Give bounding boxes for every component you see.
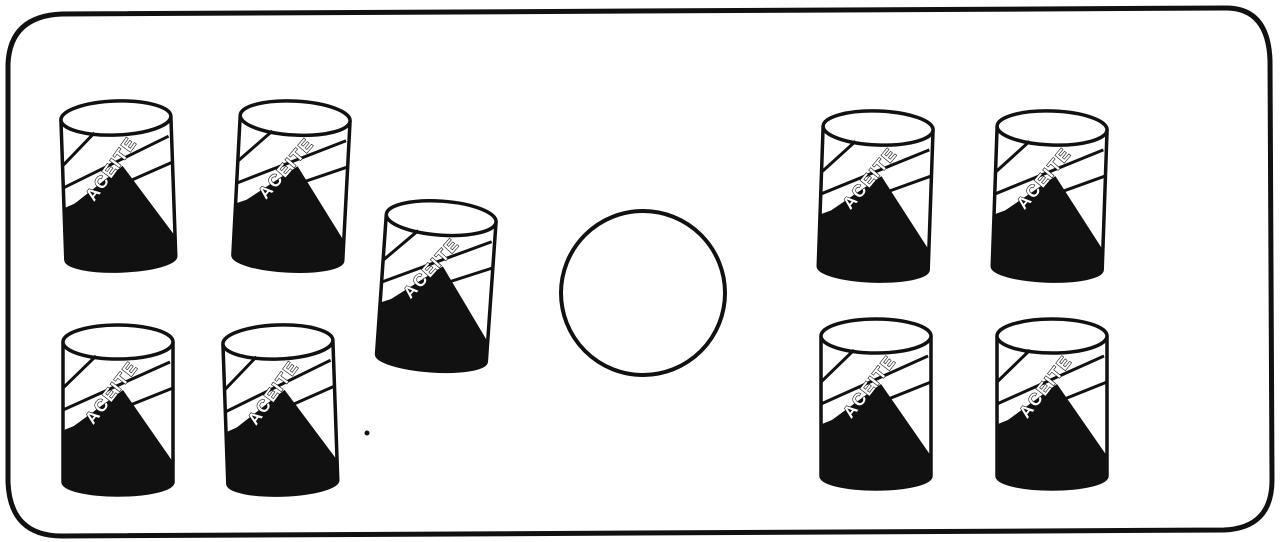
stray-dot [365,431,370,436]
oil-can: ACEITE [376,197,498,374]
oil-can: ACEITE [222,323,338,497]
oil-can: ACEITE [60,99,176,273]
oil-can: ACEITE [818,109,934,283]
oil-can: ACEITE [821,319,931,489]
oil-can: ACEITE [63,325,173,495]
answer-circle [561,211,725,375]
oil-can: ACEITE [992,109,1108,283]
oil-can: ACEITE [232,98,351,274]
oil-can: ACEITE [997,319,1107,489]
